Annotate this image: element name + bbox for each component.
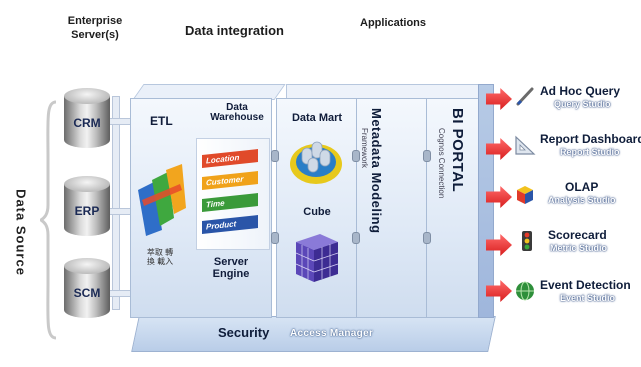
connector-knob xyxy=(352,232,360,244)
etl-graphic xyxy=(138,164,186,236)
scorecard-title: Scorecard xyxy=(548,228,607,242)
connector-knob xyxy=(423,232,431,244)
data-warehouse-label: Data Warehouse xyxy=(210,102,264,123)
event-detection-title: Event Detection xyxy=(540,278,631,292)
etl-chinese-label: 萃取 轉換 載入 xyxy=(146,248,174,266)
cylinder-top xyxy=(64,88,110,104)
ad-hoc-query-title: Ad Hoc Query xyxy=(540,84,621,98)
metadata-panel xyxy=(356,98,430,318)
metadata-modeling-title: Metadata Modeling xyxy=(369,108,384,234)
enterprise-servers-header: Enterprise Server(s) xyxy=(67,15,123,41)
arrow-icon xyxy=(486,88,512,110)
cylinder-body xyxy=(64,184,110,236)
report-dashboard-title: Report Dashboard xyxy=(540,132,641,146)
server-label: ERP xyxy=(74,204,100,218)
pen-icon xyxy=(516,87,534,106)
connector-knob xyxy=(423,150,431,162)
cylinder-body xyxy=(64,266,110,318)
server-label: CRM xyxy=(73,116,101,130)
cylinder-body xyxy=(64,96,110,148)
report-studio-label: Report Studio xyxy=(560,147,620,157)
arrow-icon xyxy=(486,138,512,160)
data-mart-icon xyxy=(290,141,342,184)
security-label: Security xyxy=(218,325,270,340)
cylinder-top xyxy=(64,176,110,192)
cube-icon xyxy=(517,186,533,204)
server-engine-label: Server Engine xyxy=(212,256,250,280)
olap-title: OLAP xyxy=(565,180,599,194)
event-studio-label: Event Studio xyxy=(560,293,616,303)
access-manager-label: Access Manager xyxy=(290,328,374,339)
erp-server: ERP xyxy=(64,176,110,238)
connector-knob xyxy=(352,150,360,162)
query-studio-label: Query Studio xyxy=(554,99,611,109)
server-label: SCM xyxy=(73,286,101,300)
globe-icon xyxy=(516,281,534,301)
connector-knob xyxy=(271,150,279,162)
ruler-triangle-icon xyxy=(515,135,536,155)
connector-knob xyxy=(271,232,279,244)
brace-icon xyxy=(40,100,57,340)
analysis-studio-label: Analysis Studio xyxy=(548,195,616,205)
scm-server: SCM xyxy=(64,258,110,320)
metric-studio-label: Metric Studio xyxy=(550,243,608,253)
arrow-icon xyxy=(486,234,512,256)
applications-header: Applications xyxy=(360,17,427,29)
metadata-framework-label: Framework xyxy=(360,128,369,169)
traffic-light-icon xyxy=(522,231,532,251)
arrow-icon xyxy=(486,186,512,208)
data-integration-header: Data integration xyxy=(185,23,284,38)
data-mart-label: Data Mart xyxy=(291,112,343,124)
cylinder-top xyxy=(64,258,110,274)
bi-portal-title: BI PORTAL xyxy=(449,108,466,193)
cube-label: Cube xyxy=(303,206,331,218)
arrow-icon xyxy=(486,280,512,302)
cognos-connection-label: Cognos Connection xyxy=(437,128,446,199)
crm-server: CRM xyxy=(64,88,110,150)
cube-icon xyxy=(295,234,339,282)
etl-label: ETL xyxy=(150,114,173,128)
connector-bus xyxy=(112,96,120,310)
data-source-label: Data Source xyxy=(13,189,29,276)
